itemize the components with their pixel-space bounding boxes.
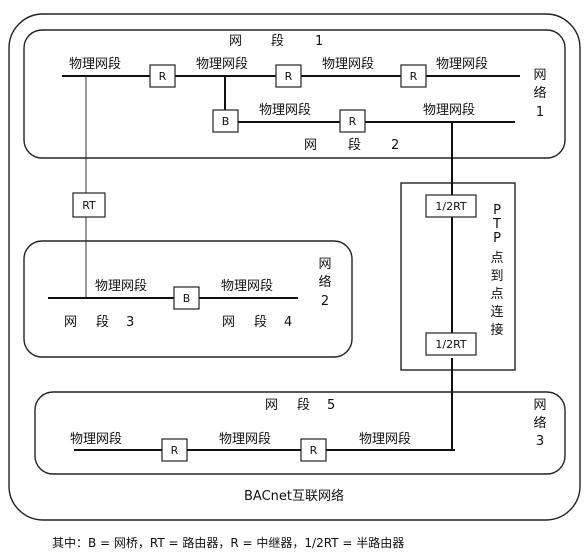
svg-text:网: 网 (318, 257, 331, 272)
network-1-label: 网 络 1 (533, 68, 546, 120)
svg-text:网: 网 (533, 398, 546, 413)
half-router-1-label: 1/2RT (435, 200, 467, 213)
svg-text:P: P (493, 203, 501, 218)
network-1-frame (23, 29, 566, 159)
svg-text:连: 连 (490, 304, 503, 320)
svg-text:网: 网 (64, 315, 77, 330)
svg-text:段: 段 (96, 315, 109, 330)
svg-text:段: 段 (271, 34, 284, 49)
half-router-2-label: 1/2RT (435, 338, 467, 351)
svg-text:段: 段 (297, 398, 310, 413)
network-2-label: 网 络 2 (318, 257, 331, 309)
segment-1-label: 网 段 1 (229, 34, 323, 49)
svg-text:络: 络 (318, 274, 331, 290)
router-5: R (161, 438, 188, 462)
physical-segment-label: 物理网段 (70, 432, 122, 447)
router-4: R (339, 109, 366, 133)
router-2-label: R (285, 70, 293, 83)
bridge-2: B (173, 286, 200, 310)
router-6-label: R (310, 444, 318, 457)
router-rt: RT (72, 192, 106, 218)
router-rt-label: RT (82, 199, 96, 212)
half-router-2: 1/2RT (425, 332, 477, 356)
svg-text:5: 5 (327, 398, 335, 413)
physical-segment-label: 物理网段 (436, 57, 488, 72)
physical-segment-label: 物理网段 (69, 57, 121, 72)
bridge-1-label: B (222, 115, 230, 128)
segment-5-label: 网 段 5 (265, 398, 335, 413)
router-4-label: R (349, 115, 357, 128)
bridge-2-label: B (183, 292, 191, 305)
physical-segment-label: 物理网段 (196, 57, 248, 72)
svg-text:1: 1 (536, 105, 544, 120)
ptp-label: P T P 点 到 点 连 接 (490, 203, 503, 338)
svg-text:段: 段 (254, 315, 267, 330)
internetwork-frame (8, 13, 581, 521)
svg-text:接: 接 (490, 322, 503, 338)
segment-3-label: 网 段 3 (64, 315, 134, 330)
svg-text:段: 段 (348, 138, 361, 153)
svg-text:网: 网 (222, 315, 235, 330)
physical-segment-label: 物理网段 (95, 279, 147, 294)
svg-text:T: T (492, 217, 501, 232)
svg-text:2: 2 (321, 294, 329, 309)
svg-text:到: 到 (490, 269, 503, 284)
ptp-frame (400, 182, 516, 371)
svg-text:4: 4 (284, 315, 292, 330)
physical-segment-label: 物理网段 (423, 103, 475, 118)
physical-segment-label: 物理网段 (219, 432, 271, 447)
bridge-1: B (212, 109, 239, 133)
svg-text:络: 络 (533, 85, 546, 101)
svg-text:网: 网 (265, 398, 278, 413)
physical-segment-label: 物理网段 (322, 57, 374, 72)
legend: 其中：B = 网桥，RT = 路由器，R = 中继器，1/2RT = 半路由器 (52, 535, 404, 550)
router-5-label: R (171, 444, 179, 457)
router-2: R (275, 64, 302, 88)
router-3-label: R (410, 70, 418, 83)
segment-4-label: 网 段 4 (222, 315, 292, 330)
router-1: R (149, 64, 176, 88)
physical-segment-label: 物理网段 (259, 103, 311, 118)
svg-text:点: 点 (490, 287, 503, 302)
svg-text:网: 网 (229, 34, 242, 49)
svg-text:3: 3 (126, 315, 134, 330)
network-3-label: 网 络 3 (533, 398, 546, 449)
network-2-frame (23, 240, 353, 358)
network-3-frame (34, 391, 566, 475)
svg-text:2: 2 (391, 138, 399, 153)
segment-2-label: 网 段 2 (304, 138, 399, 153)
svg-text:1: 1 (315, 34, 323, 49)
half-router-1: 1/2RT (425, 194, 477, 218)
physical-segment-label: 物理网段 (221, 279, 273, 294)
svg-text:P: P (493, 231, 501, 246)
svg-text:络: 络 (533, 415, 546, 431)
router-6: R (300, 438, 327, 462)
svg-text:网: 网 (533, 68, 546, 83)
physical-segment-label: 物理网段 (359, 432, 411, 447)
svg-text:点: 点 (490, 251, 503, 266)
svg-text:网: 网 (304, 138, 317, 153)
internetwork-label: BACnet互联网络 (244, 488, 344, 504)
router-3: R (400, 64, 427, 88)
svg-text:3: 3 (536, 434, 544, 449)
router-1-label: R (159, 70, 167, 83)
